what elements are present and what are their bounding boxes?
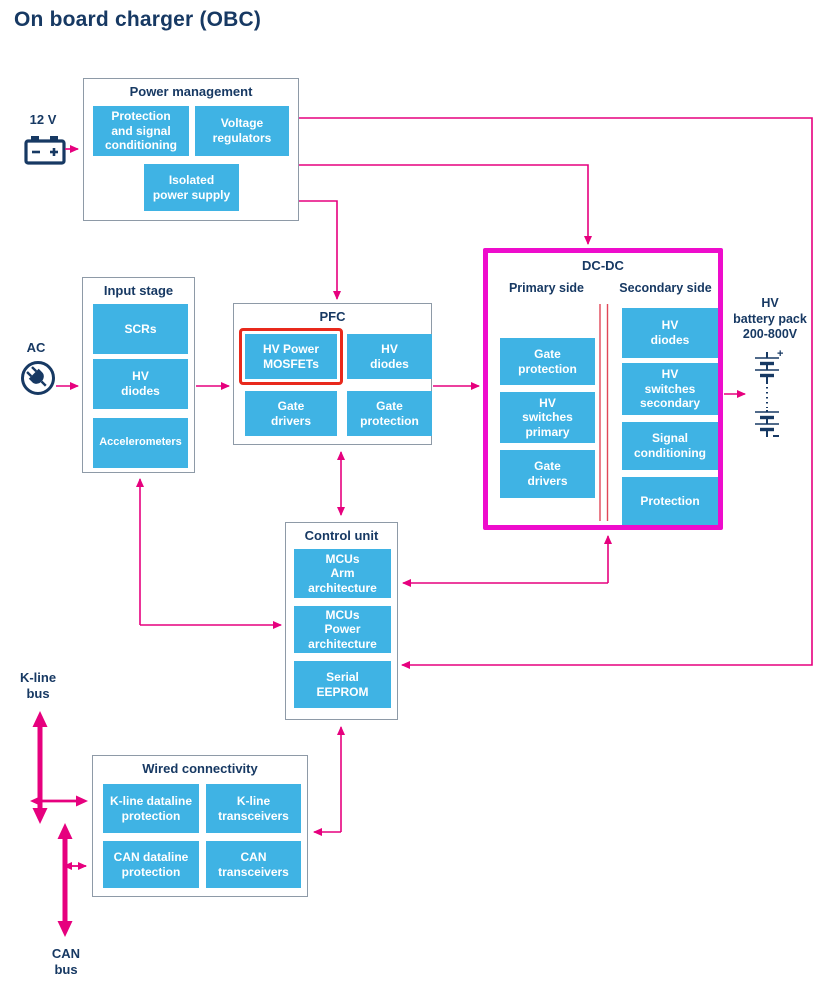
label-kline-bus: K-line bus [19,670,57,702]
block-hv-switches-primary[interactable]: HV switches primary [500,392,595,443]
secondary-side-header: Secondary side [619,281,712,295]
ac-plug-icon [18,358,58,398]
block-voltage-regulators[interactable]: Voltage regulators [195,106,289,156]
dc-dc-title: DC-DC [582,258,624,273]
block-hv-diodes-pfc[interactable]: HV diodes [347,334,432,379]
page-title: On board charger (OBC) [14,8,262,31]
block-scrs[interactable]: SCRs [93,304,188,354]
block-signal-conditioning[interactable]: Signal conditioning [622,422,718,470]
block-can-dataline-protection[interactable]: CAN dataline protection [103,841,199,888]
primary-side-header: Primary side [508,281,585,295]
control-unit-box: Control unit MCUs Arm architecture MCUs … [285,522,398,720]
block-protection-and-signal-conditioning[interactable]: Protection and signal conditioning [93,106,189,156]
input-stage-box: Input stage SCRs HV diodes Accelerometer… [82,277,195,473]
input-stage-title: Input stage [103,283,174,298]
block-kline-dataline-protection[interactable]: K-line dataline protection [103,784,199,833]
dc-dc-box: DC-DC Primary side Secondary side Gate p… [483,248,723,530]
block-gate-drivers-pfc[interactable]: Gate drivers [245,391,337,436]
block-can-transceivers[interactable]: CAN transceivers [206,841,301,888]
label-ac: AC [26,340,46,355]
block-hv-diodes-input[interactable]: HV diodes [93,359,188,409]
pfc-box: PFC HV Power MOSFETs HV diodes Gate driv… [233,303,432,445]
block-hv-switches-secondary[interactable]: HV switches secondary [622,363,718,415]
wired-connectivity-box: Wired connectivity K-line dataline prote… [92,755,308,897]
block-gate-drivers-primary[interactable]: Gate drivers [500,450,595,498]
block-isolated-power-supply[interactable]: Isolated power supply [144,164,239,211]
block-accelerometers[interactable]: Accelerometers [93,418,188,468]
block-kline-transceivers[interactable]: K-line transceivers [206,784,301,833]
block-hv-diodes-secondary[interactable]: HV diodes [622,308,718,358]
block-gate-protection-pfc[interactable]: Gate protection [347,391,432,436]
block-serial-eeprom[interactable]: Serial EEPROM [294,661,391,708]
label-hv-battery-pack: HV battery pack 200-800V [733,296,807,342]
block-hv-power-mosfets[interactable]: HV Power MOSFETs [245,334,337,379]
power-management-box: Power management Protection and signal c… [83,78,299,221]
label-can-bus: CAN bus [51,946,81,978]
power-management-title: Power management [129,84,253,99]
label-12v: 12 V [29,112,57,127]
control-unit-title: Control unit [304,528,379,543]
block-mcus-power-architecture[interactable]: MCUs Power architecture [294,606,391,653]
wired-connectivity-title: Wired connectivity [142,761,258,776]
block-mcus-arm-architecture[interactable]: MCUs Arm architecture [294,549,391,598]
hv-battery-icon: + [745,346,791,444]
battery-12v-icon [22,133,68,167]
block-gate-protection-primary[interactable]: Gate protection [500,338,595,385]
pfc-title: PFC [319,309,346,324]
block-protection-secondary[interactable]: Protection [622,477,718,525]
